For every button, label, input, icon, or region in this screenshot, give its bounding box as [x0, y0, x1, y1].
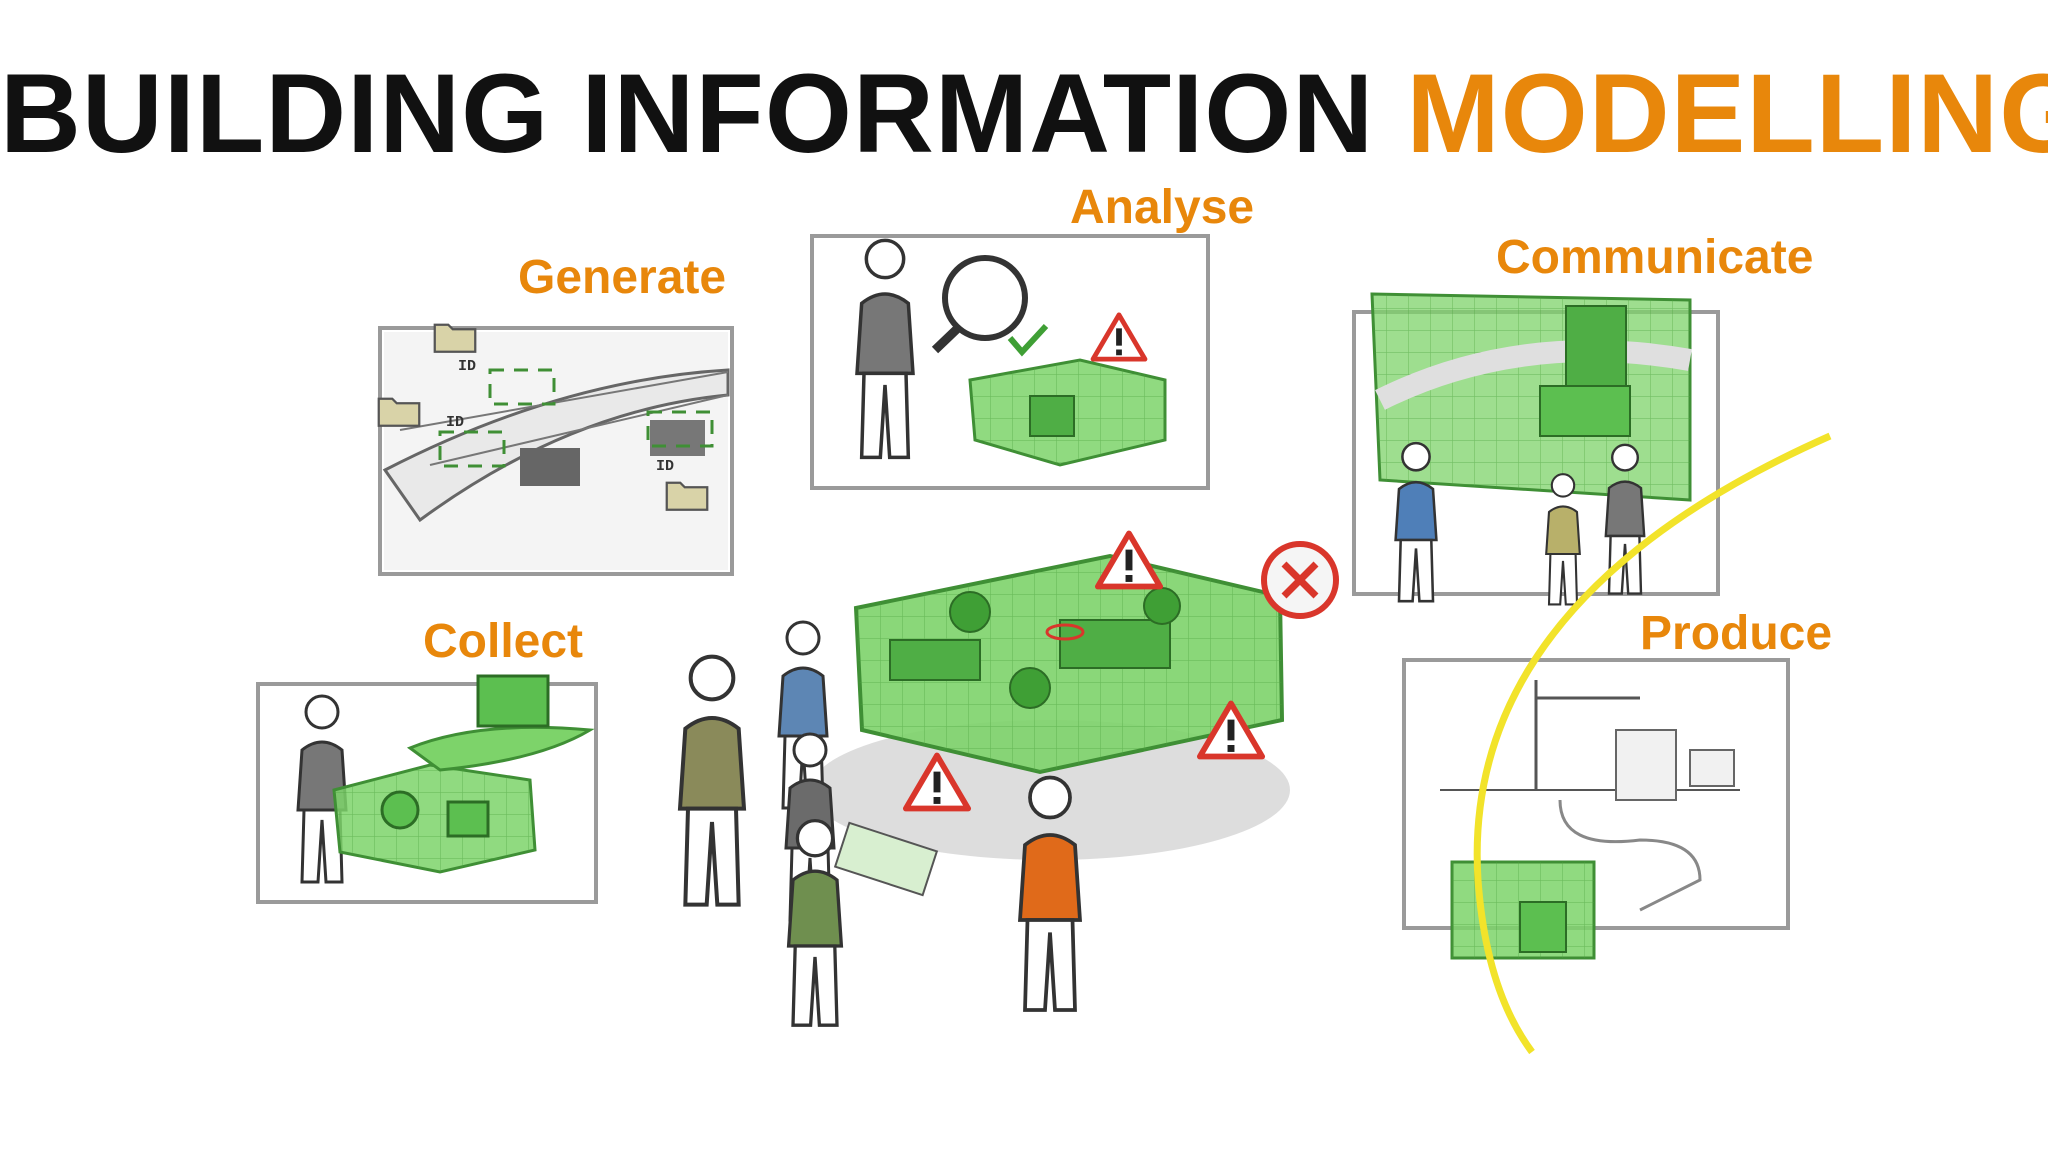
stage-label-analyse: Analyse: [1070, 181, 1255, 234]
communicate-panel: [1352, 292, 1720, 606]
page-title: BUILDING INFORMATION MODELLING: [0, 58, 2048, 170]
folder-icon: [433, 323, 477, 353]
analyse-panel: [810, 234, 1210, 490]
id-tag: ID: [656, 458, 674, 475]
stage-label-communicate: Communicate: [1496, 231, 1814, 284]
folder-icon: [377, 397, 421, 427]
generate-panel: [377, 323, 734, 576]
stage-label-produce: Produce: [1640, 607, 1833, 660]
produce-panel: [1402, 658, 1790, 960]
title-part-modelling: MODELLING: [1406, 51, 2048, 176]
checkmark-icon: [1007, 323, 1049, 357]
team-group: [680, 620, 1082, 1025]
id-tag: ID: [446, 414, 464, 431]
id-tag: ID: [458, 358, 476, 375]
magnifier-icon: [931, 255, 1028, 354]
stage-label-collect: Collect: [423, 615, 584, 668]
folder-icon: [665, 481, 709, 511]
collect-panel: [256, 674, 598, 904]
stage-label-generate: Generate: [518, 251, 727, 304]
title-part-building-information: BUILDING INFORMATION: [0, 51, 1375, 176]
process-arc: [1473, 432, 1832, 1055]
reject-icon: [1261, 541, 1339, 619]
central-model: [810, 533, 1339, 860]
